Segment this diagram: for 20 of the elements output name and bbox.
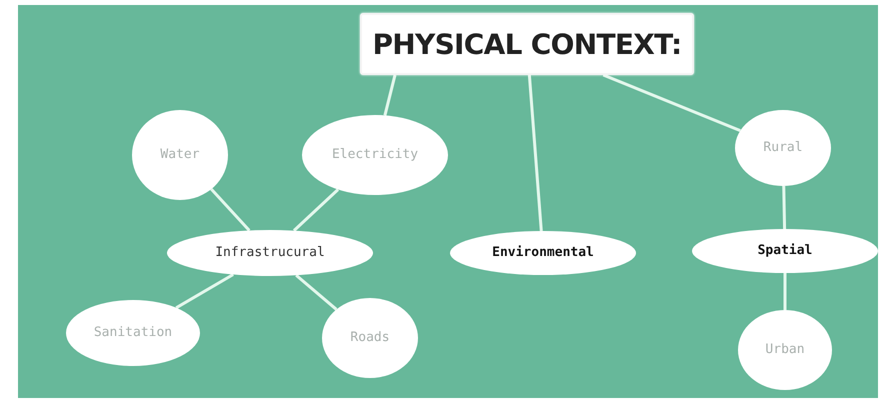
concept-label: Electricity (332, 146, 418, 164)
connector-line (383, 74, 396, 116)
concept-label: Spatial (758, 242, 812, 260)
connector-line (175, 273, 234, 310)
title-box (360, 13, 694, 75)
concept-label: Roads (350, 330, 390, 346)
concept-label: Rural (763, 140, 803, 156)
connector-line (295, 274, 338, 311)
connector-line (782, 186, 786, 230)
connector-line (210, 188, 250, 232)
title-text: PHYSICAL CONTEXT: (372, 26, 682, 62)
connector-line (292, 188, 340, 232)
connector-line (602, 74, 741, 132)
concept-label: Environmental (492, 244, 594, 262)
concept-label: Infrastrucural (215, 244, 325, 262)
concept-label: Urban (765, 342, 805, 358)
concept-label: Water (160, 146, 200, 164)
concept-label: Sanitation (94, 324, 172, 342)
connector-line (784, 273, 786, 310)
connector-line (528, 74, 543, 232)
